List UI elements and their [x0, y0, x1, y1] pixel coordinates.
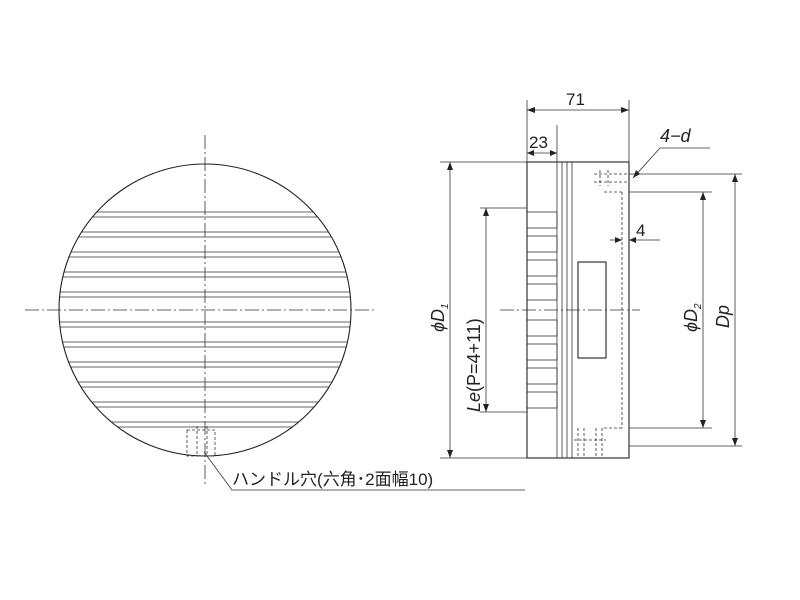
dim-le: Le(P=4+11) — [464, 318, 484, 412]
svg-text:Le(P=4+11): Le(P=4+11) — [464, 318, 484, 412]
dim-hole-depth: 4 — [636, 221, 645, 240]
handle-hole-note: ハンドル穴(六角･2面幅10) — [232, 470, 433, 489]
d2-phi: ϕ — [681, 322, 701, 332]
d1-sub: 1 — [440, 303, 451, 309]
d2-letter: D — [681, 309, 701, 322]
handle-hole — [186, 426, 216, 457]
le-pitch: (P=4+11) — [464, 318, 484, 392]
svg-text:ϕD1: ϕD1 — [428, 303, 451, 332]
dim-dp: Dp — [713, 305, 733, 328]
handle-leader — [203, 451, 525, 491]
svg-text:ϕD2: ϕD2 — [681, 303, 704, 332]
mounting-hole-bottom — [574, 428, 606, 458]
d1-phi: ϕ — [428, 322, 448, 332]
dimensions — [440, 100, 742, 459]
dp-label: Dp — [713, 305, 733, 328]
dim-front-width: 23 — [529, 133, 548, 152]
d1-letter: D — [428, 309, 448, 322]
le-label: Le — [464, 392, 484, 412]
dim-total-width: 71 — [566, 90, 585, 109]
d2-sub: 2 — [693, 303, 704, 310]
side-view — [500, 161, 640, 459]
dim-hole-label: 4−d — [660, 126, 692, 146]
dim-d1: ϕD1 — [428, 303, 451, 332]
dim-d2: ϕD2 — [681, 303, 704, 332]
mounting-hole-top — [594, 170, 629, 186]
